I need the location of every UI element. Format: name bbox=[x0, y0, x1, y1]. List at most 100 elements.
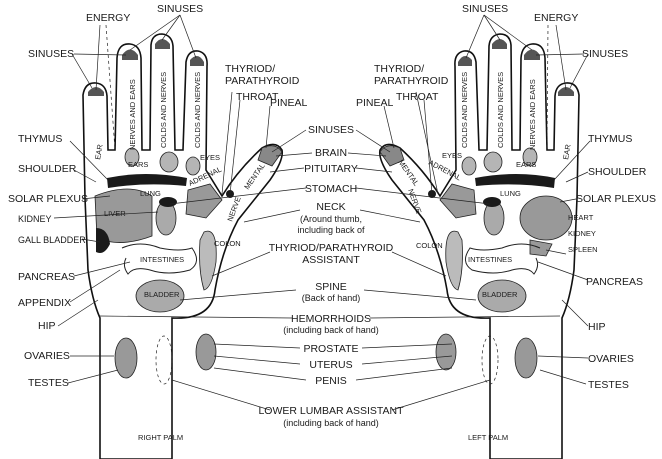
label-thyroid-assistant-2: ASSISTANT bbox=[302, 254, 360, 266]
left-heart-label: HEART bbox=[568, 213, 594, 222]
label-hemorrhoids-sub: (including back of hand) bbox=[283, 325, 379, 335]
right-eyes-pad bbox=[185, 156, 201, 176]
right-nerves-ears-label: NERVES AND EARS bbox=[128, 79, 137, 150]
right-palm: EAR NERVES AND EARS COLDS AND NERVES COL… bbox=[82, 33, 284, 459]
left-sinus-tip-3 bbox=[458, 55, 472, 66]
right-ears-pad bbox=[124, 147, 140, 167]
label-sinuses-top-left: SINUSES bbox=[462, 3, 508, 15]
label-sinuses-top-right: SINUSES bbox=[157, 3, 203, 15]
left-colon-zone bbox=[445, 230, 463, 291]
label-sinuses-left: SINUSES bbox=[582, 48, 628, 60]
leader-lines bbox=[53, 14, 591, 411]
left-eyes-label: EYES bbox=[442, 151, 462, 160]
right-sinus-tip-2 bbox=[155, 39, 170, 49]
left-mental-zone bbox=[379, 145, 405, 167]
label-throat-right: THROAT bbox=[236, 91, 279, 103]
label-ovaries-left: OVARIES bbox=[588, 353, 634, 365]
left-colds-nerves-label-1: COLDS AND NERVES bbox=[496, 72, 505, 148]
label-gall-bladder-right: GALL BLADDER bbox=[18, 235, 86, 245]
left-palm-labels: SINUSES ENERGY SINUSES THYRIOD/ PARATHYR… bbox=[356, 3, 656, 391]
right-sinus-tip-3 bbox=[190, 55, 204, 66]
left-ovary-zone bbox=[514, 337, 538, 379]
label-brain: BRAIN bbox=[315, 147, 347, 159]
left-intestines-zone bbox=[465, 243, 541, 275]
right-liver-label: LIVER bbox=[104, 209, 126, 218]
left-kidney-label: KIDNEY bbox=[568, 229, 596, 238]
label-pineal-right: PINEAL bbox=[270, 97, 308, 109]
label-thyroid-right-2: PARATHYROID bbox=[225, 75, 300, 87]
right-lung-zone bbox=[107, 174, 187, 188]
label-solar-plexus-left: SOLAR PLEXUS bbox=[576, 193, 656, 205]
right-intestines-zone bbox=[121, 243, 197, 275]
left-ear-label: EAR bbox=[561, 143, 573, 160]
left-lumbar-zone bbox=[481, 335, 499, 385]
left-heart-zone bbox=[519, 195, 573, 241]
left-lung-label: LUNG bbox=[500, 189, 521, 198]
right-ovary-zone bbox=[114, 337, 138, 379]
label-pineal-left: PINEAL bbox=[356, 97, 394, 109]
left-colds-nerves-label-2: COLDS AND NERVES bbox=[460, 72, 469, 148]
label-neck-sub1: (Around thumb, bbox=[300, 214, 362, 224]
left-intestines-label: INTESTINES bbox=[468, 255, 512, 264]
center-labels: SINUSES BRAIN PITUITARY STOMACH NECK (Ar… bbox=[258, 124, 404, 428]
right-ears-pad-2 bbox=[159, 151, 179, 173]
right-bladder-zone bbox=[135, 279, 185, 313]
left-bladder-zone bbox=[477, 279, 527, 313]
label-pancreas-right: PANCREAS bbox=[18, 271, 75, 283]
left-sinus-tip-2 bbox=[492, 39, 507, 49]
right-ear-tip bbox=[88, 87, 104, 96]
right-lung-label: LUNG bbox=[140, 189, 161, 198]
label-thymus-right: THYMUS bbox=[18, 133, 62, 145]
left-lung-zone bbox=[475, 174, 555, 188]
right-prostate-zone bbox=[195, 333, 217, 371]
label-pancreas-left: PANCREAS bbox=[586, 276, 643, 288]
left-bladder-label: BLADDER bbox=[482, 290, 518, 299]
left-adrenal-zone bbox=[439, 183, 477, 219]
left-prostate-zone bbox=[435, 333, 457, 371]
left-palm: EAR NERVES AND EARS COLDS AND NERVES COL… bbox=[378, 33, 598, 459]
right-colon-label: COLON bbox=[214, 239, 241, 248]
label-spine-sub: (Back of hand) bbox=[302, 293, 361, 303]
label-testes-right: TESTES bbox=[28, 377, 69, 389]
label-penis: PENIS bbox=[315, 375, 347, 387]
label-thyroid-assistant-1: THYRIOD/PARATHYROID bbox=[269, 242, 394, 254]
left-colon-label: COLON bbox=[416, 241, 443, 250]
right-palm-caption: RIGHT PALM bbox=[138, 433, 183, 442]
label-testes-left: TESTES bbox=[588, 379, 629, 391]
label-sinuses-right: SINUSES bbox=[28, 48, 74, 60]
label-shoulder-left: SHOULDER bbox=[588, 166, 647, 178]
label-ovaries-right: OVARIES bbox=[24, 350, 70, 362]
label-thyroid-left-2: PARATHYROID bbox=[374, 75, 449, 87]
left-sinus-tip-1 bbox=[524, 49, 540, 60]
label-energy-right: ENERGY bbox=[86, 12, 130, 24]
label-thyroid-right-1: THYRIOD/ bbox=[225, 63, 275, 75]
label-shoulder-right: SHOULDER bbox=[18, 163, 77, 175]
right-eyes-label: EYES bbox=[200, 153, 220, 162]
label-hemorrhoids: HEMORRHOIDS bbox=[291, 313, 371, 325]
label-lower-lumbar-sub: (including back of hand) bbox=[283, 418, 379, 428]
right-colds-nerves-label-2: COLDS AND NERVES bbox=[193, 72, 202, 148]
label-sinuses-center: SINUSES bbox=[308, 124, 354, 136]
left-ear-tip bbox=[558, 87, 574, 96]
right-sinus-tip-1 bbox=[122, 49, 138, 60]
right-intestines-label: INTESTINES bbox=[140, 255, 184, 264]
label-hip-left: HIP bbox=[588, 321, 606, 333]
label-neck: NECK bbox=[316, 201, 345, 213]
label-energy-left: ENERGY bbox=[534, 12, 578, 24]
label-lower-lumbar: LOWER LUMBAR ASSISTANT bbox=[258, 405, 404, 417]
right-bladder-label: BLADDER bbox=[144, 290, 180, 299]
label-thyroid-left-1: THYRIOD/ bbox=[374, 63, 424, 75]
label-spine: SPINE bbox=[315, 281, 347, 293]
label-pituitary: PITUITARY bbox=[304, 163, 358, 175]
left-nerves-ears-label: NERVES AND EARS bbox=[528, 79, 537, 150]
right-adrenal-zone bbox=[185, 183, 223, 219]
left-ears-pad bbox=[522, 147, 538, 167]
right-lumbar-zone bbox=[155, 335, 173, 385]
right-palm-labels: ENERGY SINUSES SINUSES THYRIOD/ PARATHYR… bbox=[8, 3, 308, 389]
left-eyes-pad bbox=[461, 156, 477, 176]
right-gall-bladder-zone bbox=[96, 228, 110, 253]
left-spleen-label: SPLEEN bbox=[568, 245, 598, 254]
label-hip-right: HIP bbox=[38, 320, 56, 332]
right-ear-label: EAR bbox=[93, 143, 105, 160]
